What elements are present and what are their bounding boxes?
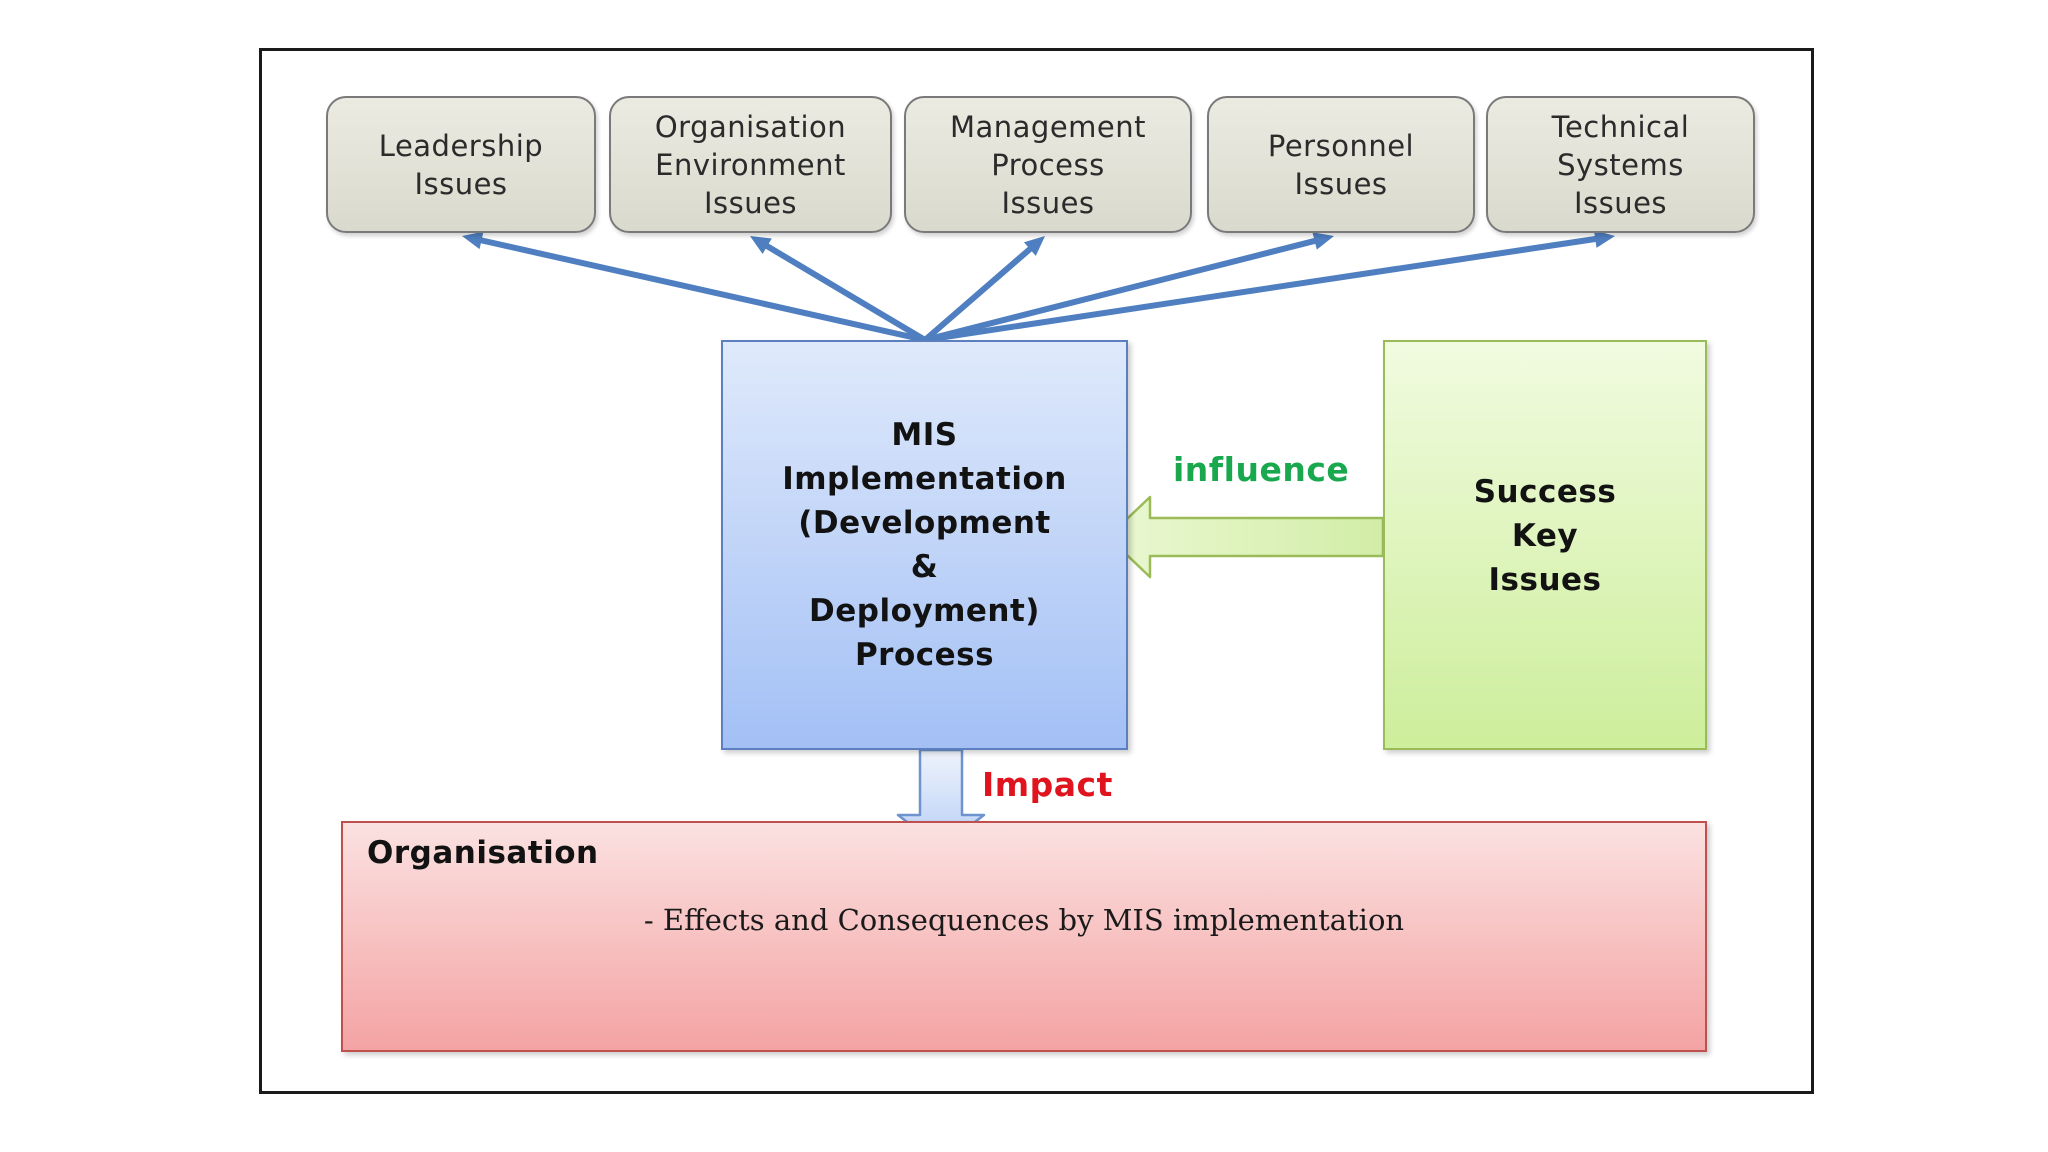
personnel-issues-label: Personnel Issues (1267, 128, 1415, 201)
mis-implementation-label: MIS Implementation (Development & Deploy… (782, 417, 1067, 673)
arrow-to-management-process-head (1023, 236, 1045, 256)
success-key-issues-box: Success Key Issues (1383, 340, 1707, 750)
arrow-to-technical-systems-head (1593, 230, 1615, 248)
arrow-to-management-process-shaft (922, 246, 1033, 343)
organisation-detail: - Effects and Consequences by MIS implem… (643, 903, 1405, 937)
arrow-to-leadership-head (462, 231, 484, 250)
success-key-issues-label: Success Key Issues (1473, 474, 1617, 598)
organisation-environment-issues-box: Organisation Environment Issues (609, 96, 892, 233)
organisation-environment-issues-label: Organisation Environment Issues (654, 109, 847, 220)
arrow-to-organisation-environment-head (750, 236, 772, 254)
influence-label: influence (1173, 450, 1350, 489)
leadership-issues-box: Leadership Issues (326, 96, 596, 233)
leadership-issues-label: Leadership Issues (378, 128, 544, 201)
technical-systems-issues-label: Technical Systems Issues (1551, 109, 1690, 220)
fan-arrows (462, 230, 1615, 343)
technical-systems-issues-box: Technical Systems Issues (1486, 96, 1755, 233)
organisation-title: Organisation (367, 835, 599, 871)
management-process-issues-label: Management Process Issues (949, 109, 1147, 220)
personnel-issues-box: Personnel Issues (1207, 96, 1475, 233)
management-process-issues-box: Management Process Issues (904, 96, 1192, 233)
arrow-to-personnel-shaft (922, 237, 1318, 343)
arrow-to-technical-systems-shaft (922, 235, 1599, 343)
arrow-to-personnel-head (1312, 232, 1334, 250)
mis-implementation-box: MIS Implementation (Development & Deploy… (721, 340, 1128, 750)
organisation-box: Organisation - Effects and Consequences … (341, 821, 1707, 1052)
influence-arrow (1106, 495, 1385, 579)
arrow-to-organisation-environment-shaft (764, 243, 928, 343)
arrow-to-leadership-shaft (478, 237, 928, 343)
impact-label: Impact (982, 765, 1113, 804)
